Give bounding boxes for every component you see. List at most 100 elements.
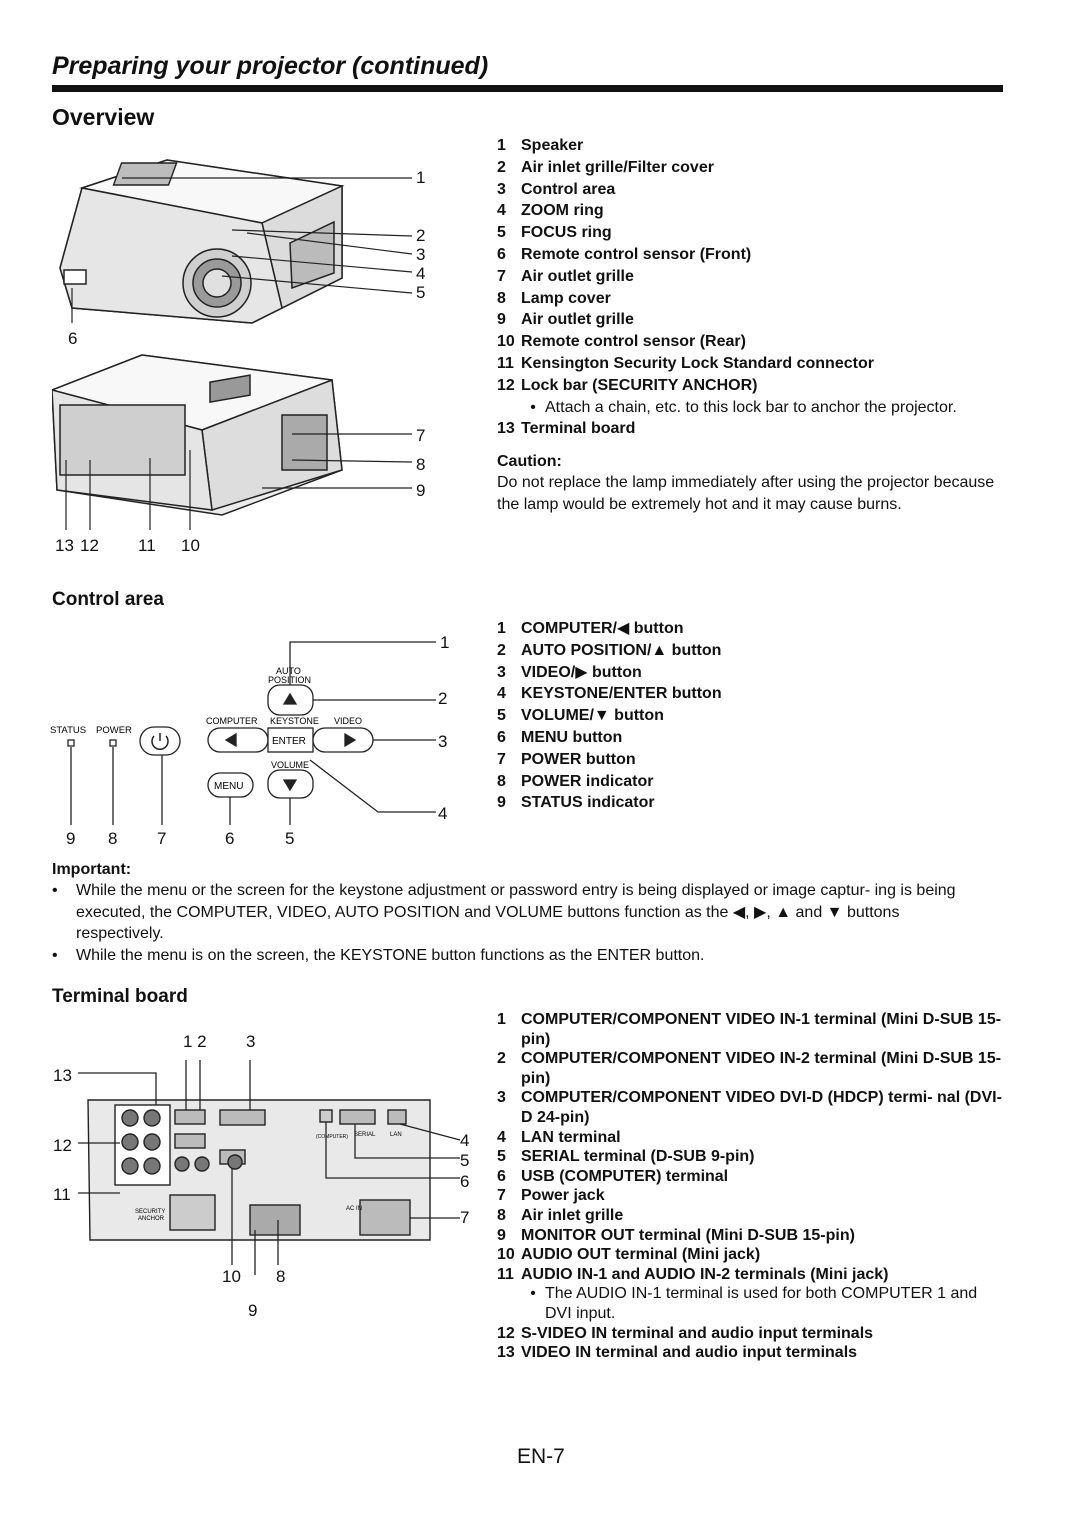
callout-front-6: 6 [68,329,78,348]
anchor-label: ANCHOR [138,1216,165,1222]
video-label: VIDEO [334,716,362,726]
callout-rear-9: 9 [416,481,426,500]
menu-label: MENU [214,781,243,792]
callout-front-5: 5 [416,283,426,302]
callout-front-1: 1 [416,168,426,187]
callout-control-9: 9 [66,829,76,848]
projector-front-illustration [59,159,413,324]
status-label: STATUS [50,725,86,736]
callout-tb-3: 3 [246,1032,256,1051]
volume-label: VOLUME [271,760,309,770]
callout-tb-8: 8 [276,1267,286,1286]
callout-front-4: 4 [416,264,426,283]
list-item-note: •Attach a chain, etc. to this lock bar t… [530,398,957,416]
terminal-board-heading: Terminal board [52,986,188,1007]
callout-tb-9: 9 [248,1301,258,1320]
important-title: Important: [52,861,132,878]
callout-control-5: 5 [285,829,295,848]
callout-tb-7: 7 [460,1208,470,1227]
callout-tb-4: 4 [460,1131,470,1150]
callout-control-1: 1 [440,633,450,652]
lan-label: LAN [390,1132,402,1138]
keystone-label: KEYSTONE [270,716,319,726]
power-label: POWER [96,725,132,736]
status-indicator [67,739,75,747]
enter-label: ENTER [272,736,306,747]
auto-label: AUTO [276,666,301,676]
callout-tb-10: 10 [222,1267,241,1286]
callout-rear-13: 13 [55,536,74,555]
callout-tb-11: 11 [53,1185,71,1204]
callout-rear-10: 10 [181,536,200,555]
callout-tb-5: 5 [460,1151,470,1170]
callout-rear-8: 8 [416,455,426,474]
usb-label: (COMPUTER) [316,1134,348,1140]
power-indicator [109,739,117,747]
computer-label: COMPUTER [206,716,258,726]
list-item: •While the menu is on the screen, the KE… [52,946,705,964]
callout-front-2: 2 [416,226,426,245]
overview-heading: Overview [52,104,155,130]
callout-front-3: 3 [416,245,426,264]
callout-rear-11: 11 [138,536,156,555]
callout-tb-1-2: 1 2 [183,1032,207,1051]
acin-label: AC IN [346,1206,362,1212]
control-panel-illustration: STATUS POWER AUTO POSITION COMPUTER KEYS… [50,641,436,825]
caution-title: Caution: [497,453,562,470]
callout-control-7: 7 [157,829,167,848]
security-label: SECURITY [135,1209,165,1215]
callout-tb-13: 13 [53,1066,72,1085]
serial-label: SERIAL [354,1132,376,1138]
callout-control-6: 6 [225,829,235,848]
terminal-board-illustration: SECURITY ANCHOR SERIAL LAN (COMPUTER) AC… [78,1060,461,1275]
caution-text: Do not replace the lamp immediately afte… [497,474,995,513]
callout-tb-12: 12 [53,1136,72,1155]
list-item-note: •The AUDIO IN-1 terminal is used for bot… [530,1285,978,1322]
header-rule [52,85,1003,92]
list-item: •While the menu or the screen for the ke… [52,882,956,942]
projector-rear-illustration [52,354,413,530]
callout-rear-12: 12 [80,536,99,555]
callout-control-4: 4 [438,804,448,823]
callout-control-2: 2 [438,689,448,708]
control-area-heading: Control area [52,589,164,610]
callout-tb-6: 6 [460,1172,470,1191]
important-bullets: •While the menu or the screen for the ke… [52,880,1002,966]
callout-control-8: 8 [108,829,118,848]
page-header-title: Preparing your projector (continued) [52,52,489,80]
